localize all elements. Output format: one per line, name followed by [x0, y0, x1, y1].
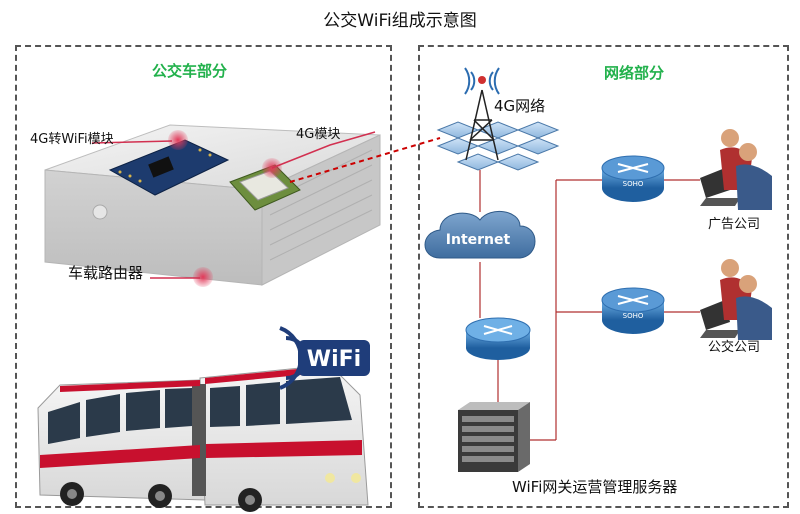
bus-illustration: [37, 364, 369, 512]
network-links: [479, 170, 700, 441]
network-panel-title: 网络部分: [604, 64, 665, 82]
label-ad-company: 广告公司: [708, 217, 761, 232]
server-rack: [458, 402, 530, 472]
leader-line: [91, 140, 173, 144]
lte-module-card: [229, 164, 301, 211]
wifi-badge: WiFi: [279, 326, 370, 390]
wireless-link: [289, 137, 441, 183]
pointer-dot: [193, 267, 213, 287]
cell-tower: [436, 67, 560, 171]
label-bus-company: 公交公司: [708, 340, 761, 355]
soho-label: SOHO: [623, 180, 644, 188]
soho-switch-top: SOHO: [601, 155, 665, 202]
label-vehicle-router: 车载路由器: [68, 264, 144, 282]
soho-switch-bottom: SOHO: [601, 287, 665, 334]
network-panel: [418, 45, 789, 508]
workstation-ad-company: [700, 129, 772, 210]
label-wifi-module: 4G转WiFi模块: [30, 132, 114, 147]
internet-label: Internet: [446, 232, 511, 248]
diagram-title: 公交WiFi组成示意图: [323, 11, 477, 31]
pointer-dot: [168, 130, 188, 150]
core-router: [465, 317, 531, 360]
wifi-badge-text: WiFi: [307, 347, 361, 372]
bus-panel: [15, 45, 392, 508]
soho-label: SOHO: [623, 312, 644, 320]
bus-panel-title: 公交车部分: [152, 62, 228, 80]
internet-cloud: Internet: [424, 211, 536, 259]
label-server: WiFi网关运营管理服务器: [512, 478, 678, 496]
vehicle-router-box: [44, 124, 381, 286]
label-4g-network: 4G网络: [494, 97, 546, 115]
wifi-module-board: [108, 139, 230, 196]
workstation-bus-company: [700, 259, 772, 340]
label-4g-module: 4G模块: [296, 127, 341, 142]
leader-line: [271, 131, 376, 169]
